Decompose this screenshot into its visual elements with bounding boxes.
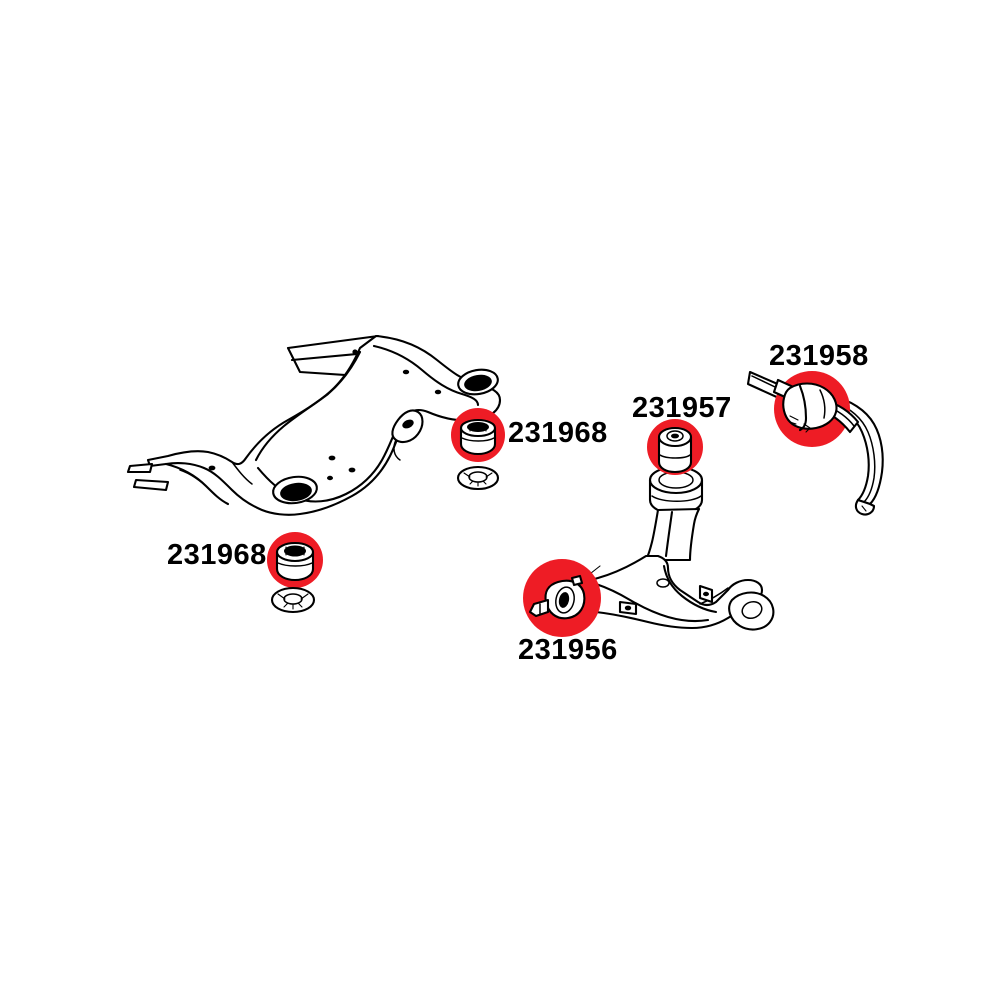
- control-arm-bracket-hole: [703, 591, 709, 597]
- washer-upper-facets: [463, 472, 493, 487]
- subframe-hole-small-2: [434, 389, 442, 395]
- bushing-231968-upper: [459, 418, 497, 456]
- control-arm-balljoint-bore: [741, 600, 763, 620]
- washer-lower-hole: [283, 593, 303, 605]
- washer-231968-lower: [270, 586, 316, 614]
- subframe-prong-crease: [179, 469, 211, 491]
- control-arm-rib-1: [594, 582, 710, 623]
- bushing-231957-waist: [659, 454, 691, 459]
- part-subframe: [126, 334, 502, 516]
- bushing-231957: [657, 426, 693, 474]
- subframe-boss-crease: [393, 439, 401, 461]
- subframe-hole-small-1: [402, 369, 410, 375]
- control-arm-stop-hole: [624, 605, 632, 611]
- control-arm-neck: [644, 507, 701, 562]
- highlight-group-231956: [523, 559, 601, 637]
- bushing-upper-waist: [461, 437, 495, 442]
- control-arm-bushing-sleeve-rim: [651, 495, 702, 502]
- control-arm-rib-2: [662, 564, 718, 614]
- bushing-upper-bore: [467, 422, 489, 432]
- label-231956: 231956: [518, 634, 618, 666]
- bushing-231957-bore-inner: [671, 433, 679, 439]
- bushing-lower-waist: [277, 562, 313, 567]
- bushing-upper-rib: [469, 423, 487, 432]
- subframe-hole-small-3: [328, 455, 336, 461]
- subframe-hole-left-inner: [280, 482, 312, 502]
- balljoint-body-core: [558, 592, 570, 608]
- label-231957: 231957: [632, 392, 732, 424]
- subframe-prong-upper: [126, 462, 154, 474]
- subframe-hole-rail-upper: [352, 349, 358, 355]
- washer-231968-upper: [456, 465, 500, 491]
- subframe-body: [146, 334, 502, 516]
- sway-bar-right-arm-crease: [833, 401, 876, 503]
- balljoint-stud: [528, 598, 550, 618]
- sway-bar-hook-crease: [861, 505, 867, 512]
- subframe-crease-4: [231, 461, 253, 485]
- control-arm-rib-3: [699, 587, 729, 605]
- sway-bar-left-end: [747, 371, 751, 385]
- highlight-group-231968-lower: [267, 532, 323, 614]
- highlight-group-231957: [647, 419, 703, 475]
- sway-bar-bushing-crease-2: [819, 389, 826, 419]
- bushing-lower-rib: [285, 546, 305, 556]
- bushing-231958: [782, 382, 838, 433]
- subframe-rail-upper-end: [287, 347, 301, 373]
- balljoint-nipple: [570, 574, 584, 587]
- sway-bar-bushing-crease-1: [798, 384, 808, 432]
- washer-upper-hole: [468, 471, 488, 483]
- label-231968-lower: 231968: [167, 539, 267, 571]
- sway-bar-hook-end: [854, 498, 876, 516]
- control-arm-web-hole: [656, 578, 670, 588]
- subframe-center-boss-hole: [402, 419, 414, 429]
- highlight-group-231958: [772, 371, 860, 447]
- sway-bar-bushing-notch: [803, 423, 811, 433]
- subframe-crease-2: [254, 350, 362, 462]
- bushing-231956: [528, 574, 586, 620]
- sway-bar-bushing-detail: [789, 415, 799, 425]
- subframe-hole-right-inner: [464, 374, 492, 392]
- label-231958: 231958: [769, 340, 869, 372]
- highlight-group-231968-upper: [451, 408, 505, 491]
- subframe-prong-lower: [132, 478, 170, 492]
- control-arm-neck-crease: [664, 510, 674, 558]
- subframe-crease-1: [372, 344, 480, 407]
- label-231968-upper: 231968: [508, 417, 608, 449]
- sway-bar-bushing-clamp: [782, 382, 838, 430]
- washer-lower-facets: [277, 593, 309, 610]
- bushing-lower-bore: [284, 545, 306, 557]
- subframe-hole-small-6: [208, 465, 216, 471]
- subframe-hole-small-5: [327, 475, 333, 481]
- subframe-hole-small-4: [348, 467, 356, 473]
- bushing-231968-lower: [275, 541, 315, 582]
